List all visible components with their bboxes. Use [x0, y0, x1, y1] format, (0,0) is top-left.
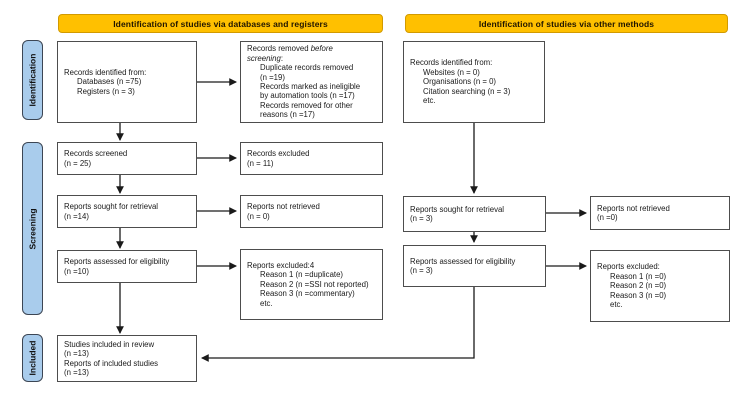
- box-text-line: Organisations (n = 0): [423, 77, 497, 87]
- box-reports-not-retrieved-databases: Reports not retrieved(n = 0): [240, 195, 383, 228]
- box-text-line: Reports excluded:4: [247, 260, 315, 270]
- box-text-line: Duplicate records removed: [260, 63, 354, 73]
- box-text-line: Reason 1 (n =0): [610, 271, 667, 281]
- stage-label-identification: Identification: [22, 40, 43, 120]
- box-records-identified-other: Records identified from:Websites (n = 0)…: [403, 41, 545, 123]
- box-text-line: Registers (n = 3): [77, 86, 135, 96]
- box-text-line: Reports assessed for eligibility: [64, 257, 170, 267]
- box-text-line: Reason 1 (n =duplicate): [260, 270, 344, 280]
- stage-label-included-text: Included: [27, 340, 38, 376]
- box-text-line: Reports assessed for eligibility: [410, 256, 516, 266]
- banner-databases-registers: Identification of studies via databases …: [58, 14, 383, 33]
- box-text-line: Records identified from:: [64, 67, 147, 77]
- box-reports-assessed-databases: Reports assessed for eligibility(n =10): [57, 250, 197, 283]
- box-text-line: Reports sought for retrieval: [64, 202, 159, 212]
- box-text-line: Studies included in review: [64, 339, 155, 349]
- box-reports-not-retrieved-other: Reports not retrieved(n =0): [590, 196, 730, 230]
- box-text-line: screening:: [247, 53, 283, 63]
- box-text-line: etc.: [423, 96, 436, 106]
- box-text-line: (n =13): [64, 349, 89, 359]
- box-text-line: Records screened: [64, 149, 128, 159]
- box-text-line: Reports not retrieved: [597, 203, 670, 213]
- box-text-line: Records removed before: [247, 44, 333, 54]
- box-text-line: Records identified from:: [410, 58, 493, 68]
- box-records-identified-databases: Records identified from:Databases (n =75…: [57, 41, 197, 123]
- box-text-line: (n = 25): [64, 158, 92, 168]
- box-text-line: Websites (n = 0): [423, 67, 480, 77]
- box-text-line: by automation tools (n =17): [260, 91, 355, 101]
- box-text-line: (n =0): [597, 213, 618, 222]
- box-studies-included: Studies included in review(n =13)Reports…: [57, 335, 197, 382]
- box-text-line: Reason 3 (n =commentary): [260, 289, 355, 299]
- box-text-line: Reports not retrieved: [247, 202, 320, 212]
- box-text-line: (n =10): [64, 266, 89, 276]
- box-reports-sought-other: Reports sought for retrieval(n = 3): [403, 196, 546, 232]
- box-text-line: Reports sought for retrieval: [410, 204, 505, 214]
- box-records-excluded: Records excluded(n = 11): [240, 142, 383, 175]
- stage-label-identification-text: Identification: [27, 53, 38, 107]
- box-text-line: (n = 3): [410, 266, 433, 275]
- box-text-line: Records excluded: [247, 149, 310, 159]
- box-text-line: Reports of included studies: [64, 358, 159, 368]
- box-text-line: (n = 11): [247, 158, 274, 168]
- box-text-line: Databases (n =75): [77, 77, 142, 87]
- stage-label-screening-text: Screening: [27, 207, 38, 250]
- banner-other-methods: Identification of studies via other meth…: [405, 14, 728, 33]
- box-text-line: (n =19): [260, 72, 285, 82]
- box-records-screened: Records screened(n = 25): [57, 142, 197, 175]
- box-reports-sought-databases: Reports sought for retrieval(n =14): [57, 195, 197, 228]
- box-text-line: Reports excluded:: [597, 262, 660, 272]
- box-text-line: (n = 0): [247, 211, 270, 221]
- box-text-line: (n =13): [64, 367, 89, 377]
- box-text-line: (n = 3): [410, 214, 433, 223]
- box-reports-excluded-other: Reports excluded:Reason 1 (n =0)Reason 2…: [590, 250, 730, 322]
- box-text-line: Reason 3 (n =0): [610, 290, 667, 300]
- stage-label-included: Included: [22, 334, 43, 382]
- box-text-line: etc.: [610, 300, 623, 310]
- box-text-line: Records marked as ineligible: [260, 82, 361, 91]
- box-text-line: etc.: [260, 298, 273, 308]
- box-text-line: Reason 2 (n =SSI not reported): [260, 279, 369, 289]
- box-text-line: Reason 2 (n =0): [610, 281, 667, 291]
- box-text-line: reasons (n =17): [260, 110, 315, 120]
- box-text-line: Citation searching (n = 3): [423, 86, 511, 96]
- stage-label-screening: Screening: [22, 142, 43, 315]
- box-text-line: (n =14): [64, 211, 89, 221]
- box-reports-assessed-other: Reports assessed for eligibility(n = 3): [403, 245, 546, 287]
- box-text-line: Records removed for other: [260, 100, 353, 110]
